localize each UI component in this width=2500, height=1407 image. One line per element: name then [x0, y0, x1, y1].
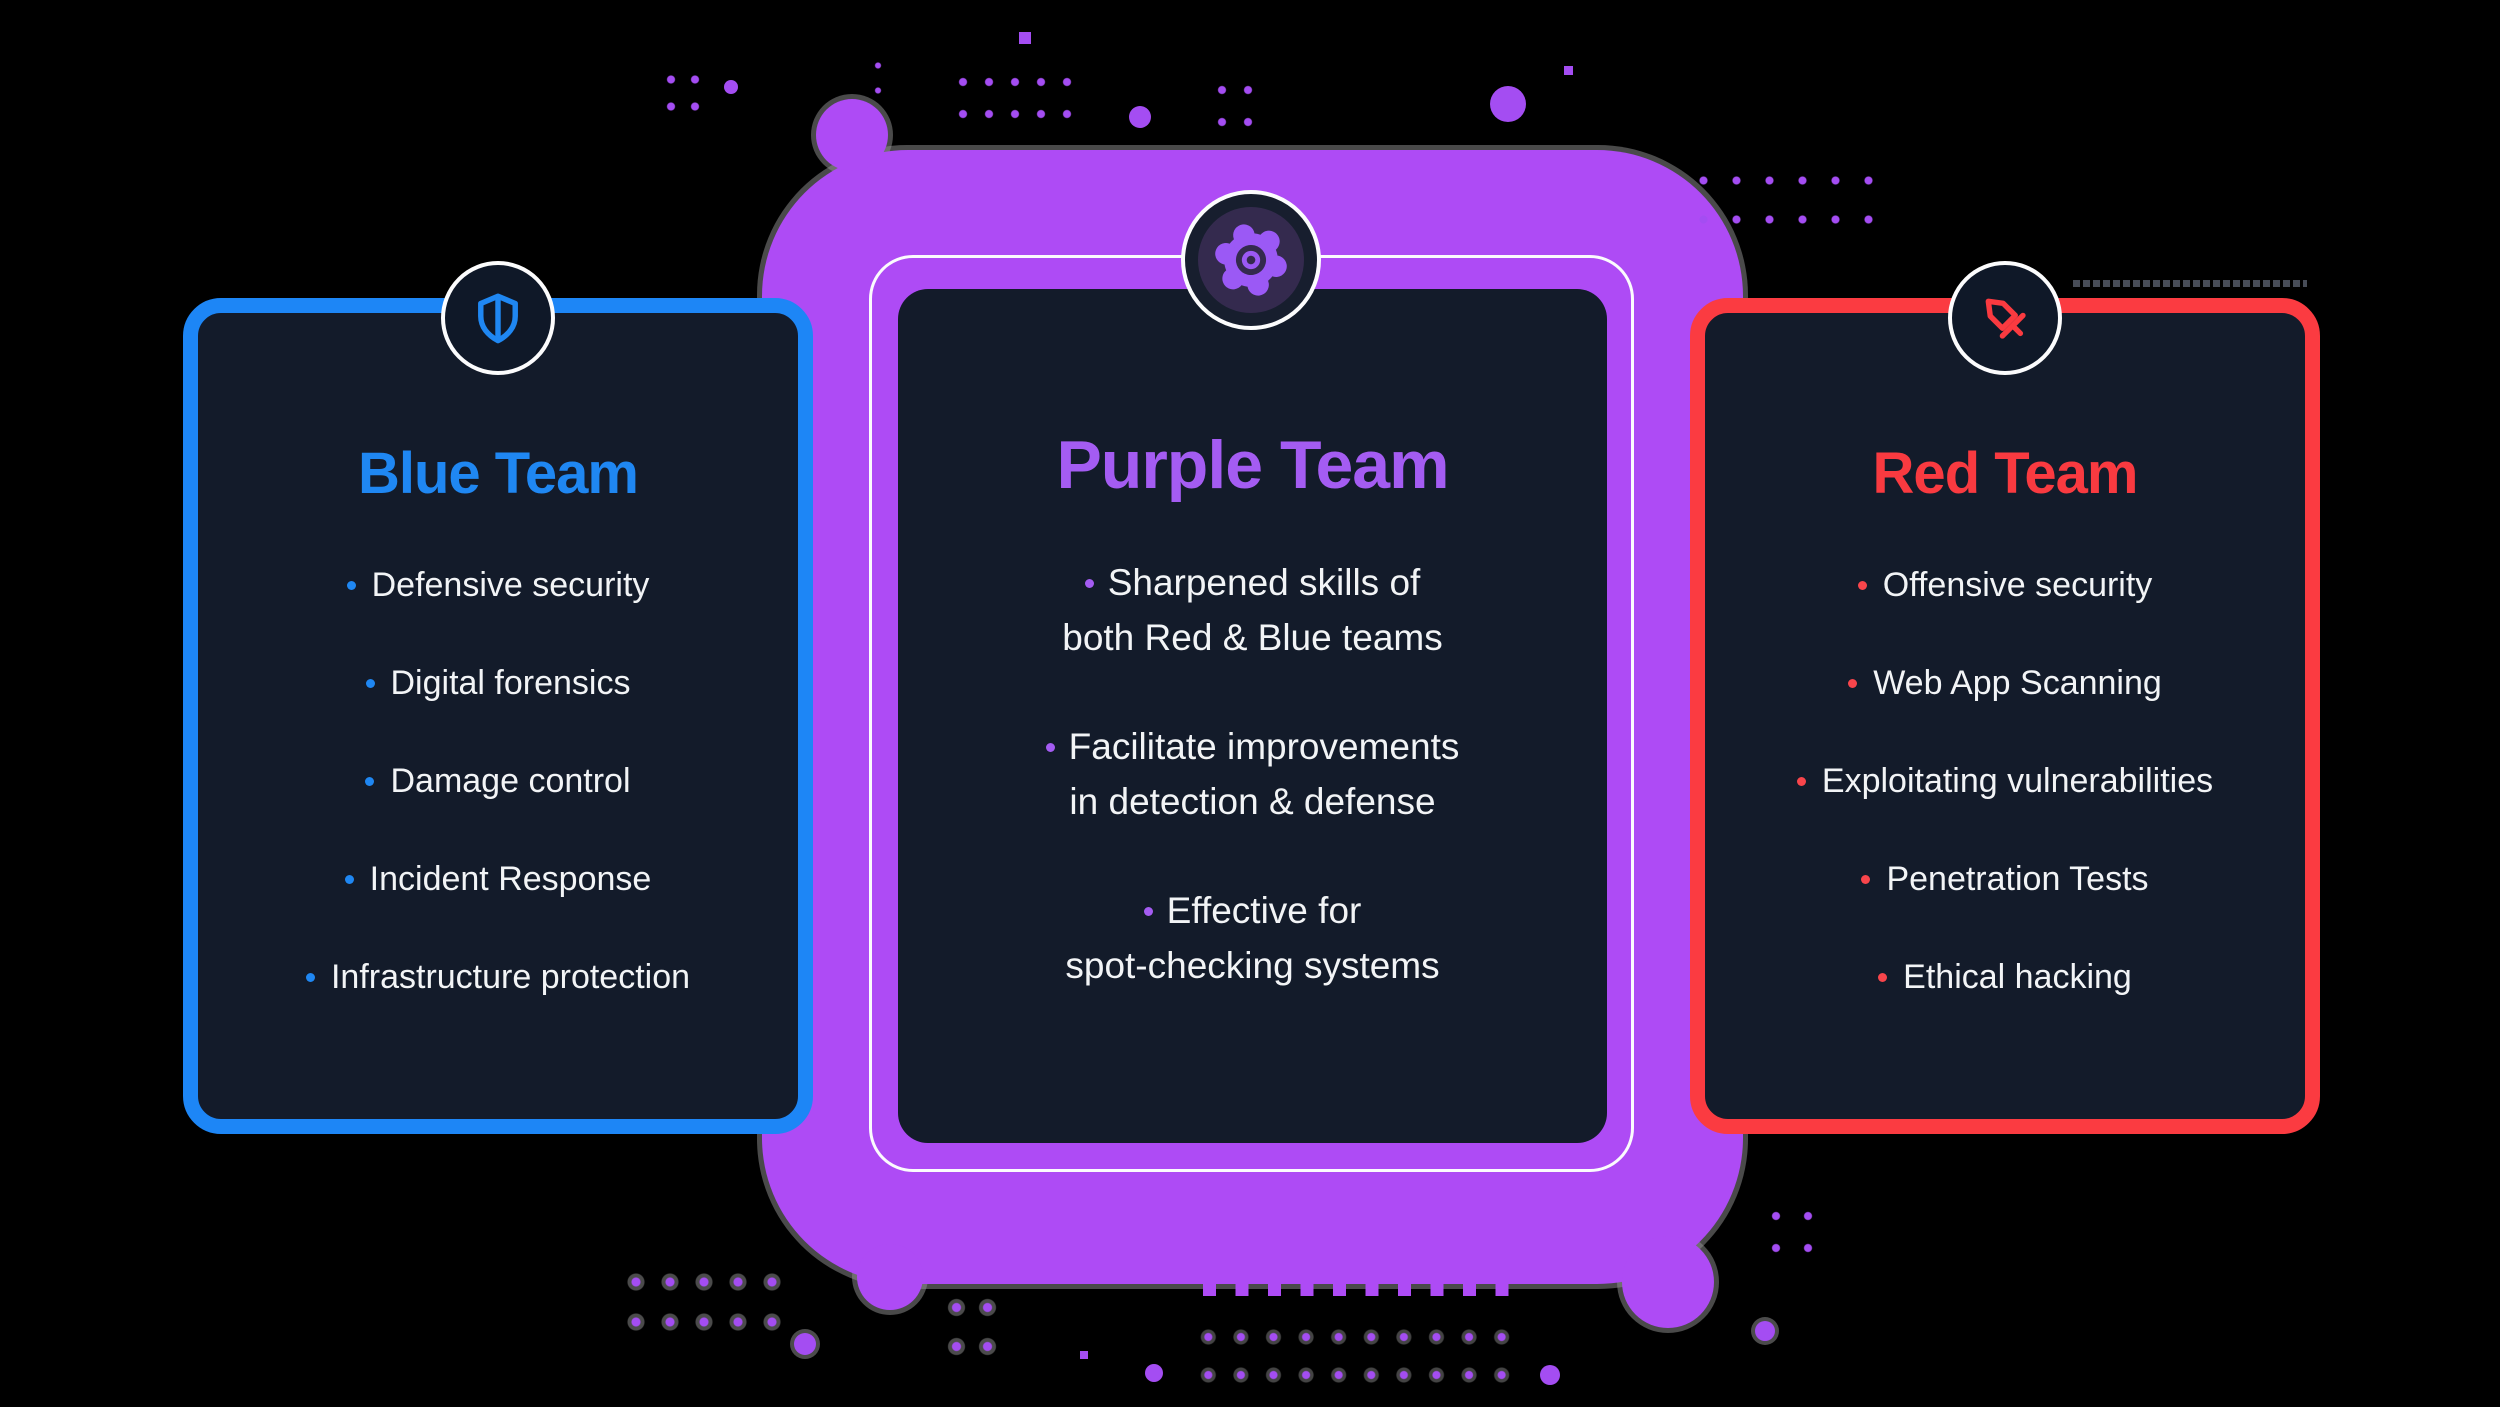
list-item: Sharpened skills of both Red & Blue team… — [1062, 555, 1443, 665]
list-item: Damage control — [365, 761, 631, 801]
list-item: Digital forensics — [365, 663, 631, 703]
list-item: Ethical hacking — [1878, 957, 2132, 997]
bullet-dot — [1878, 972, 1888, 982]
pixel-decoration — [950, 66, 1080, 130]
list-item: Web App Scanning — [1848, 663, 2162, 703]
list-item: Infrastructure protection — [305, 957, 691, 997]
pixel-decoration — [866, 53, 890, 103]
red-team-card: Red Team Offensive security Web App Scan… — [1690, 298, 2320, 1134]
pixel-decoration — [1687, 161, 1885, 239]
bullet-dot — [344, 874, 354, 884]
pixel-decoration — [1080, 1351, 1088, 1359]
red-team-title: Red Team — [1872, 441, 2139, 506]
pixel-decoration — [1209, 74, 1261, 138]
pixel-decoration — [619, 1262, 789, 1342]
bullet-dot — [1861, 874, 1871, 884]
red-team-badge — [1948, 261, 2062, 375]
blue-team-card: Blue Team Defensive security Digital for… — [183, 298, 813, 1134]
list-item-line: spot-checking systems — [1065, 945, 1440, 986]
pixel-decoration — [724, 80, 738, 94]
pixel-decoration — [1019, 32, 1031, 44]
list-item-label: Sharpened skills of — [1107, 562, 1421, 603]
gear-icon — [1215, 224, 1287, 296]
list-item-label: Infrastructure protection — [330, 958, 691, 996]
purple-blob-bump — [857, 1244, 923, 1310]
bullet-dot — [1848, 678, 1858, 688]
list-item-label: Facilitate improvements — [1068, 726, 1460, 767]
list-item: Offensive security — [1857, 565, 2153, 605]
bullet-dot — [305, 972, 315, 982]
purple-team-card: Purple Team Sharpened skills of both Red… — [898, 289, 1607, 1143]
list-item-line: in detection & defense — [1069, 781, 1436, 822]
pixel-decoration — [1490, 86, 1526, 122]
list-item-label: Digital forensics — [390, 664, 631, 702]
sword-icon — [1985, 298, 2026, 339]
bullet-dot — [1045, 742, 1055, 752]
pixel-decoration — [1760, 1200, 1824, 1264]
pixel-decoration — [941, 1288, 1003, 1366]
bullet-dot — [346, 580, 356, 590]
pixel-dash-row — [2073, 280, 2307, 287]
pixel-decoration — [1755, 1321, 1775, 1341]
pixel-decoration — [794, 1333, 816, 1355]
list-item-label: Effective for — [1166, 890, 1362, 931]
bullet-dot — [1796, 776, 1806, 786]
list-item-line: Effective for — [1065, 883, 1439, 938]
bullet-dot — [1143, 906, 1153, 916]
list-item-label: Ethical hacking — [1903, 958, 2132, 996]
list-item-line: both Red & Blue teams — [1062, 617, 1443, 658]
pixel-decoration — [659, 66, 707, 120]
bullet-dot — [365, 776, 375, 786]
list-item: Effective for spot-checking systems — [1065, 883, 1439, 993]
list-item-label: Defensive security — [371, 566, 650, 604]
bullet-dot — [1084, 578, 1094, 588]
shield-icon — [478, 293, 518, 344]
purple-team-title: Purple Team — [1056, 427, 1449, 503]
list-item: Incident Response — [344, 859, 652, 899]
list-item: Penetration Tests — [1861, 859, 2149, 899]
pixel-decoration — [1192, 1318, 1518, 1394]
purple-team-badge — [1181, 190, 1321, 330]
pixel-decoration — [1129, 106, 1151, 128]
list-item: Defensive security — [346, 565, 650, 605]
list-item-label: Penetration Tests — [1886, 860, 2149, 898]
list-item-label: Offensive security — [1882, 566, 2153, 604]
pixel-dissolve-edge — [1203, 1282, 1515, 1296]
pixel-decoration — [1540, 1365, 1560, 1385]
blue-team-title: Blue Team — [357, 441, 639, 506]
list-item-label: Incident Response — [369, 860, 652, 898]
list-item-line: Facilitate improvements — [1045, 719, 1460, 774]
bullet-dot — [365, 678, 375, 688]
bullet-dot — [1857, 580, 1867, 590]
pixel-decoration — [1564, 66, 1573, 75]
badge-inner-disc — [1198, 207, 1304, 313]
list-item-label: Damage control — [390, 762, 631, 800]
pixel-decoration — [1145, 1364, 1163, 1382]
purple-blob-bump — [816, 99, 888, 171]
list-item-label: Exploitating vulnerabilities — [1821, 762, 2214, 800]
blue-team-badge — [441, 261, 555, 375]
list-item-label: Web App Scanning — [1873, 664, 2162, 702]
list-item-line: Sharpened skills of — [1062, 555, 1443, 610]
purple-blob-bump — [1622, 1236, 1714, 1328]
list-item: Facilitate improvements in detection & d… — [1045, 719, 1460, 829]
list-item: Exploitating vulnerabilities — [1796, 761, 2214, 801]
